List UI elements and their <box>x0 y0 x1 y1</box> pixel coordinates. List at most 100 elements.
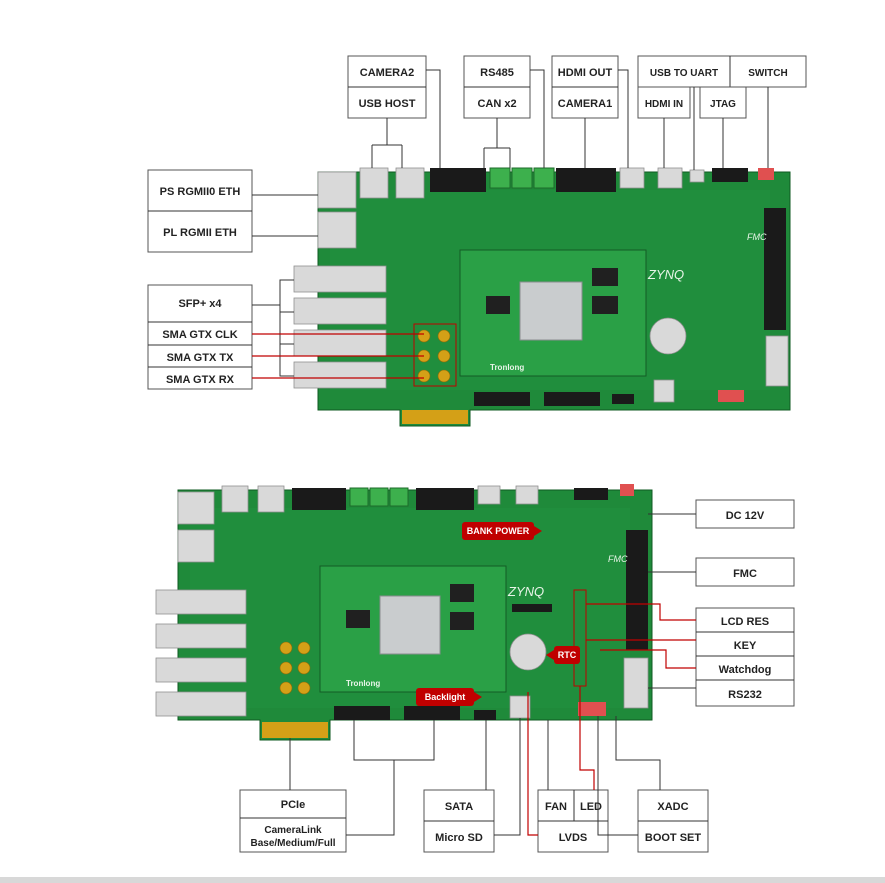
top-hdmi-in <box>657 167 683 189</box>
top-sma-rx-1 <box>417 369 431 383</box>
callout-bank-power: BANK POWER <box>467 526 530 536</box>
top-cameralink-1 <box>474 392 530 406</box>
top-ddr-3 <box>486 296 510 314</box>
bottom-sfp-4 <box>155 691 247 717</box>
top-usb-2 <box>395 167 425 199</box>
bottom-terminal-1 <box>349 487 369 507</box>
label-can: CAN x2 <box>477 98 516 110</box>
callout-backlight: Backlight <box>425 692 466 702</box>
label-switch: SWITCH <box>748 68 787 79</box>
bottom-fmc-silk: FMC <box>608 554 628 564</box>
bottom-boot-switch <box>578 702 606 716</box>
bottom-usb-2 <box>257 485 285 513</box>
bottom-fpga <box>379 595 441 655</box>
leader-watchdog <box>600 649 696 669</box>
label-pl-eth: PL RGMII ETH <box>163 227 237 239</box>
top-usb-uart <box>689 169 705 183</box>
bottom-hdmi-in <box>515 485 539 505</box>
top-terminal-3 <box>533 167 555 189</box>
top-rs232 <box>765 335 789 387</box>
label-fmc: FMC <box>733 568 757 580</box>
leader-rs485 <box>530 69 545 168</box>
top-terminal-2 <box>511 167 533 189</box>
top-usb-1 <box>359 167 389 199</box>
label-led: LED <box>580 801 602 813</box>
bottom-ddr-3 <box>346 610 370 628</box>
bottom-sma-2 <box>297 641 311 655</box>
top-sfp-2 <box>293 297 387 325</box>
bottom-sata <box>474 710 496 720</box>
label-box-lcd-key-wd-rs232 <box>695 607 795 707</box>
label-fan: FAN <box>545 801 567 813</box>
bottom-eth-jack-2 <box>177 529 215 563</box>
bottom-terminal-2 <box>369 487 389 507</box>
top-sata <box>612 394 634 404</box>
bottom-sma-4 <box>297 661 311 675</box>
callout-bank-power-bg <box>462 522 534 540</box>
label-cameralink-2: Base/Medium/Full <box>250 838 335 849</box>
callout-rtc: RTC <box>558 650 577 660</box>
label-dc12v: DC 12V <box>726 510 765 522</box>
label-sfp: SFP+ x4 <box>178 298 222 310</box>
bottom-eth-jack-1 <box>177 491 215 525</box>
label-camera2: CAMERA2 <box>360 67 414 79</box>
leader-xadc <box>615 716 661 790</box>
bottom-terminal-3 <box>389 487 409 507</box>
top-sfp-4 <box>293 361 387 389</box>
label-boot-set: BOOT SET <box>645 832 702 844</box>
label-sma-tx: SMA GTX TX <box>167 352 234 364</box>
leader-camera2 <box>426 69 441 168</box>
label-hdmi-out: HDMI OUT <box>558 67 613 79</box>
label-lcd-res: LCD RES <box>721 616 769 628</box>
label-sata: SATA <box>445 801 473 813</box>
leader-sfp <box>252 279 294 377</box>
top-brand: Tronlong <box>490 363 524 372</box>
label-camera1: CAMERA1 <box>558 98 612 110</box>
leader-led <box>579 686 595 790</box>
label-usb-host: USB HOST <box>359 98 416 110</box>
bottom-sma-1 <box>279 641 293 655</box>
label-lvds: LVDS <box>559 832 588 844</box>
callout-bank-power-arrow <box>534 526 542 536</box>
top-sma-clk-2 <box>437 329 451 343</box>
leader-can <box>483 118 511 168</box>
bottom-jtag <box>574 488 608 500</box>
bottom-camera2-header <box>292 488 346 510</box>
label-rs485: RS485 <box>480 67 514 79</box>
leader-hdmi-out <box>618 69 629 168</box>
top-jtag <box>712 168 748 182</box>
top-eth-jack-2 <box>317 211 357 249</box>
bottom-sfp-2 <box>155 623 247 649</box>
top-leaders <box>252 69 769 387</box>
top-terminal-1 <box>489 167 511 189</box>
label-jtag: JTAG <box>710 99 736 110</box>
bottom-brand: Tronlong <box>346 679 380 688</box>
top-boot-switch <box>718 390 744 402</box>
top-labels: CAMERA2 USB HOST RS485 CAN x2 HDMI OUT C… <box>147 55 807 390</box>
label-rs232: RS232 <box>728 689 762 701</box>
bottom-cameralink-2 <box>404 706 460 720</box>
label-pcie: PCIe <box>281 799 305 811</box>
top-hdmi-out <box>619 167 645 189</box>
top-rtc-battery <box>649 317 687 355</box>
label-box-uart-switch <box>637 55 807 88</box>
label-box-jtag <box>699 86 747 119</box>
label-micro-sd: Micro SD <box>435 832 483 844</box>
bottom-callouts: BANK POWER RTC Backlight <box>416 522 580 706</box>
callout-rtc-bg <box>554 646 580 664</box>
leader-boot-set <box>597 716 638 836</box>
label-key: KEY <box>734 640 757 652</box>
bottom-scroll-bar <box>0 877 885 883</box>
callout-rtc-arrow <box>546 650 554 660</box>
bottom-usb-1 <box>221 485 249 513</box>
bottom-sma-6 <box>297 681 311 695</box>
bottom-bottom-labels: PCIe CameraLink Base/Medium/Full SATA Mi… <box>239 789 709 853</box>
label-ps-eth: PS RGMII0 ETH <box>160 186 241 198</box>
top-fpga <box>519 281 583 341</box>
leader-usb-host <box>371 118 403 168</box>
bottom-board: ZYNQ Tronlong FMC <box>155 484 653 741</box>
top-sma-clk-1 <box>417 329 431 343</box>
label-cameralink-1: CameraLink <box>264 825 322 836</box>
bottom-cameralink-1 <box>334 706 390 720</box>
